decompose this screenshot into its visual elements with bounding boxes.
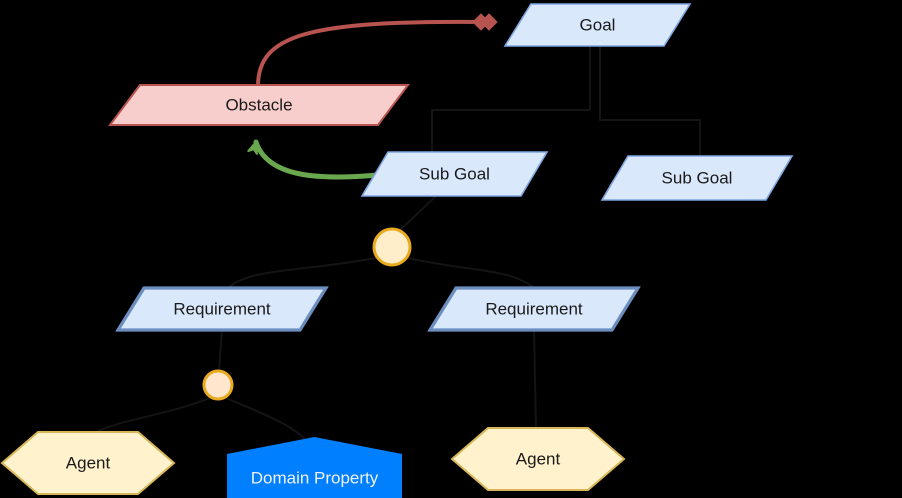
- requirement-shape[interactable]: [427, 286, 641, 332]
- sub-goal-shape[interactable]: [600, 155, 794, 201]
- sub-goal-label: Sub Goal: [662, 168, 733, 187]
- node-refinement-circle-lower[interactable]: [202, 369, 234, 401]
- obstruction-marker-icon: [472, 13, 498, 31]
- edge-path: [533, 329, 537, 429]
- edge-obstacle-obstructs-goal: [256, 13, 498, 88]
- node-obstacle[interactable]: Obstacle: [108, 84, 410, 126]
- edge-subgoal-to-circle-faint: [399, 195, 437, 231]
- obstacle-shape[interactable]: [108, 84, 410, 126]
- agent-shape[interactable]: [0, 431, 176, 495]
- refinement-node-shape[interactable]: [372, 227, 412, 267]
- domain-property-shape[interactable]: [227, 437, 402, 498]
- node-requirement-right[interactable]: Requirement: [427, 286, 641, 332]
- edge-path: [225, 397, 307, 441]
- edge-requirement-right-to-agent-right-faint: [533, 329, 537, 429]
- node-refinement-circle-upper[interactable]: [372, 227, 412, 267]
- node-subgoal-left[interactable]: Sub Goal: [360, 151, 549, 197]
- edge-circle-to-agent-left-faint: [95, 397, 211, 433]
- sub-goal-shape[interactable]: [360, 151, 549, 197]
- obstacle-label: Obstacle: [225, 95, 292, 114]
- edge-circle-to-requirement-right-faint: [407, 257, 535, 289]
- sub-goal-label: Sub Goal: [419, 164, 490, 183]
- requirement-shape[interactable]: [115, 286, 329, 332]
- goal-label: Goal: [580, 15, 616, 34]
- requirement-label: Requirement: [173, 299, 271, 318]
- edge-goal-to-subgoals-faint: [431, 45, 591, 153]
- edge-circle-to-requirement-left-faint: [227, 257, 377, 289]
- node-agent-right[interactable]: Agent: [450, 427, 626, 491]
- edge-path: [95, 397, 211, 433]
- edge-path: [256, 19, 492, 88]
- edge-path: [431, 45, 591, 153]
- node-domain-property[interactable]: Domain Property: [227, 437, 402, 498]
- edge-goal-to-subgoal-right-faint: [599, 45, 701, 157]
- edge-path: [253, 139, 381, 180]
- edge-requirement-left-to-circle-faint: [218, 329, 223, 372]
- arrowhead-icon: [247, 141, 258, 155]
- goal-shape[interactable]: [503, 3, 692, 47]
- edge-subgoal-resolves-obstacle: [247, 139, 381, 180]
- edge-layer: [95, 13, 701, 441]
- node-requirement-left[interactable]: Requirement: [115, 286, 329, 332]
- edge-path: [227, 257, 377, 289]
- agent-label: Agent: [66, 453, 111, 472]
- refinement-node-shape[interactable]: [202, 369, 234, 401]
- edge-path: [407, 257, 535, 289]
- agent-label: Agent: [516, 449, 561, 468]
- requirement-label: Requirement: [485, 299, 583, 318]
- node-goal[interactable]: Goal: [503, 3, 692, 47]
- node-agent-left[interactable]: Agent: [0, 431, 176, 495]
- edge-path: [218, 329, 223, 372]
- edge-circle-to-domain-property-faint: [225, 397, 307, 441]
- node-subgoal-right[interactable]: Sub Goal: [600, 155, 794, 201]
- edge-path: [599, 45, 701, 157]
- domain-property-label: Domain Property: [251, 468, 379, 487]
- edge-path: [399, 195, 437, 231]
- agent-shape[interactable]: [450, 427, 626, 491]
